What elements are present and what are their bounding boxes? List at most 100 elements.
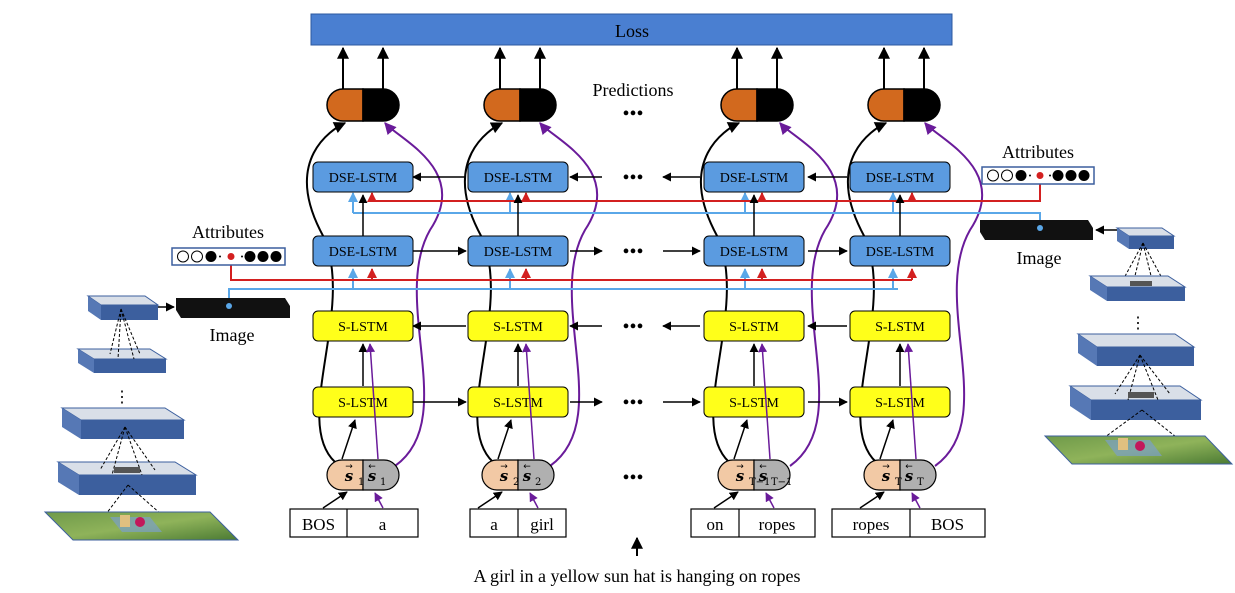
input-photo-right xyxy=(1043,435,1234,465)
svg-text:S-LSTM: S-LSTM xyxy=(338,396,388,411)
stack-ellipsis: ⋮ xyxy=(114,389,130,406)
right-arrow-icon: → xyxy=(736,462,744,472)
target-word: ropes xyxy=(759,515,796,534)
forward-state-label: s xyxy=(345,467,354,485)
attributes-left: Attributes xyxy=(171,222,286,266)
word-pair-box: a girl xyxy=(469,508,567,538)
image-label-left: Image xyxy=(210,325,255,345)
svg-text:S-LSTM: S-LSTM xyxy=(729,320,779,335)
dse-lstm-cell: DSE-LSTM xyxy=(849,161,951,193)
prediction-node-1 xyxy=(326,88,400,122)
input-word: a xyxy=(490,515,498,534)
image-right: Image xyxy=(980,220,1128,268)
dse-lstm-cell: DSE-LSTM xyxy=(312,235,414,267)
prediction-nodes xyxy=(326,88,941,122)
s-lstm-cell: S-LSTM xyxy=(467,310,569,342)
backward-state-label: s xyxy=(523,467,532,485)
target-word: a xyxy=(379,515,387,534)
dse-lstm-cell: DSE-LSTM xyxy=(467,161,569,193)
svg-text:S-LSTM: S-LSTM xyxy=(875,320,925,335)
loss-box: Loss xyxy=(310,13,953,46)
left-arrow-icon: ← xyxy=(368,462,376,472)
dse-lstm-row-bottom: DSE-LSTM DSE-LSTM DSE-LSTM DSE-LSTM xyxy=(312,235,951,267)
dse-lstm-cell: DSE-LSTM xyxy=(312,161,414,193)
forward-state-label: s xyxy=(500,467,509,485)
svg-text:S-LSTM: S-LSTM xyxy=(875,396,925,411)
s-lstm-cell: S-LSTM xyxy=(312,386,414,418)
word-arrow-icon xyxy=(322,491,348,509)
cnn-layer xyxy=(60,407,186,439)
s-lstm-cell: S-LSTM xyxy=(467,386,569,418)
forward-state-label: s xyxy=(736,467,745,485)
dse-lstm-cell: DSE-LSTM xyxy=(849,235,951,267)
prediction-to-loss-arrows xyxy=(337,46,930,90)
forward-state-sub: T xyxy=(895,477,902,488)
cnn-layer xyxy=(76,348,168,373)
image-label-right: Image xyxy=(1017,248,1062,268)
backward-state-label: s xyxy=(905,467,914,485)
word-arrow-icon xyxy=(713,491,739,509)
s-lstm-cell: S-LSTM xyxy=(849,386,951,418)
attributes-label-right: Attributes xyxy=(1002,142,1074,162)
svg-text:S-LSTM: S-LSTM xyxy=(493,396,543,411)
svg-text:•••: ••• xyxy=(622,316,643,338)
svg-text:DSE-LSTM: DSE-LSTM xyxy=(720,171,789,186)
dse-lstm-row-top: DSE-LSTM DSE-LSTM DSE-LSTM DSE-LSTM xyxy=(312,161,951,193)
predictions-ellipsis: ••• xyxy=(622,103,643,125)
word-arrow-icon xyxy=(374,492,384,509)
cnn-layer xyxy=(86,295,160,320)
dse-lstm-cell: DSE-LSTM xyxy=(467,235,569,267)
caption-group: A girl in a yellow sun hat is hanging on… xyxy=(474,536,801,586)
svg-text:S-LSTM: S-LSTM xyxy=(338,320,388,335)
svg-text:DSE-LSTM: DSE-LSTM xyxy=(866,171,935,186)
image-feature-bar-icon xyxy=(980,220,1093,240)
word-arrow-icon xyxy=(529,492,539,509)
s-lstm-row-bottom: S-LSTM S-LSTM S-LSTM S-LSTM xyxy=(312,386,951,418)
word-arrow-icon xyxy=(765,492,775,509)
svg-text:DSE-LSTM: DSE-LSTM xyxy=(484,245,553,260)
word-arrow-icon xyxy=(911,492,921,509)
left-arrow-icon: ← xyxy=(759,462,767,472)
svg-text:•••: ••• xyxy=(622,467,643,489)
backward-state-sub: 2 xyxy=(535,477,541,488)
s-lstm-row-top: S-LSTM S-LSTM S-LSTM S-LSTM xyxy=(312,310,951,342)
vertical-arrows xyxy=(341,194,905,460)
left-arrow-icon: ← xyxy=(523,462,531,472)
svg-text:DSE-LSTM: DSE-LSTM xyxy=(866,245,935,260)
dse-lstm-cell: DSE-LSTM xyxy=(703,235,805,267)
svg-text:•••: ••• xyxy=(622,241,643,263)
svg-text:S-LSTM: S-LSTM xyxy=(729,396,779,411)
cnn-stack-left: ⋮ xyxy=(43,295,240,541)
s-lstm-cell: S-LSTM xyxy=(849,310,951,342)
row-ellipses: ••• ••• ••• ••• ••• xyxy=(622,167,643,489)
backward-state-label: s xyxy=(368,467,377,485)
svg-text:S-LSTM: S-LSTM xyxy=(493,320,543,335)
input-word: ropes xyxy=(853,515,890,534)
right-arrow-icon: → xyxy=(345,462,353,472)
recurrent-arrows xyxy=(412,172,848,407)
image-left: Image xyxy=(140,298,290,345)
skip-connections-backward xyxy=(384,122,984,467)
target-word: girl xyxy=(530,515,554,534)
caption-text: A girl in a yellow sun hat is hanging on… xyxy=(474,566,801,586)
s-lstm-cell: S-LSTM xyxy=(703,386,805,418)
word-arrow-icon xyxy=(859,491,885,509)
loss-label: Loss xyxy=(615,21,649,41)
word-arrow-icon xyxy=(477,491,503,509)
cnn-layer xyxy=(1115,227,1176,249)
svg-text:DSE-LSTM: DSE-LSTM xyxy=(329,171,398,186)
forward-state-sub: 1 xyxy=(358,477,364,488)
cnn-layer xyxy=(56,461,198,495)
backward-state-label: s xyxy=(759,467,768,485)
prediction-node-2 xyxy=(483,88,557,122)
forward-state-sub: T−1 xyxy=(749,477,770,488)
